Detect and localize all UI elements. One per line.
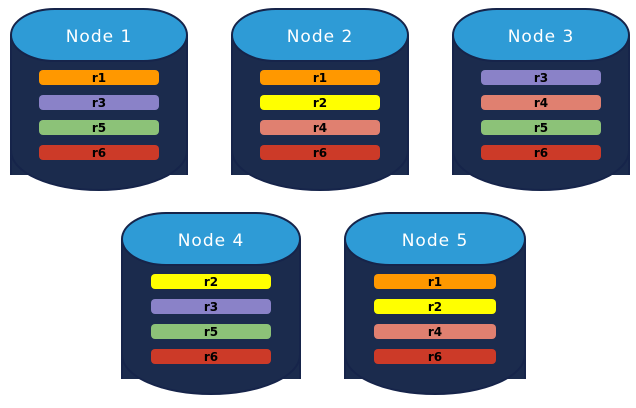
replica-list-5: r1 r2 r4 r6 [344,274,526,364]
replica-list-2: r1 r2 r4 r6 [231,70,409,160]
replica-bar-r2[interactable]: r2 [260,95,380,110]
replica-bar-r2[interactable]: r2 [374,299,496,314]
replica-bar-r6[interactable]: r6 [374,349,496,364]
replica-label-r1: r1 [91,70,107,85]
cylinder-top-cap-4: Node 4 [121,212,301,266]
replica-label-r5: r5 [91,120,107,135]
replica-bar-r1[interactable]: r1 [39,70,159,85]
cylinder-top-cap-3: Node 3 [452,8,630,62]
replica-label-r3: r3 [91,95,107,110]
replica-label-r6: r6 [427,349,443,364]
replica-bar-r5[interactable]: r5 [39,120,159,135]
replica-bar-r6[interactable]: r6 [481,145,601,160]
replica-bar-r6[interactable]: r6 [39,145,159,160]
replica-bar-r4[interactable]: r4 [260,120,380,135]
replica-bar-r5[interactable]: r5 [481,120,601,135]
replica-label-r1: r1 [312,70,328,85]
replica-bar-r3[interactable]: r3 [481,70,601,85]
replica-bar-r6[interactable]: r6 [150,349,272,364]
replica-bar-r1[interactable]: r1 [260,70,380,85]
replica-label-r4: r4 [533,95,549,110]
replica-list-1: r1 r3 r5 r6 [10,70,188,160]
replica-bar-r3[interactable]: r3 [150,299,272,314]
replica-bar-r1[interactable]: r1 [374,274,496,289]
node-label-3: Node 3 [507,26,575,47]
node-cylinder-2[interactable]: Node 2 r1 r2 r4 r6 [231,8,409,193]
cylinder-top-cap-1: Node 1 [10,8,188,62]
replica-list-3: r3 r4 r5 r6 [452,70,630,160]
replica-label-r6: r6 [312,145,328,160]
replica-label-r6: r6 [91,145,107,160]
replica-bar-r5[interactable]: r5 [150,324,272,339]
node-cylinder-4[interactable]: Node 4 r2 r3 r5 r6 [121,212,301,397]
node-label-4: Node 4 [177,230,245,251]
replica-bar-r3[interactable]: r3 [39,95,159,110]
node-cylinder-3[interactable]: Node 3 r3 r4 r5 r6 [452,8,630,193]
replica-label-r3: r3 [533,70,549,85]
replica-label-r1: r1 [427,274,443,289]
replica-bar-r2[interactable]: r2 [150,274,272,289]
replica-label-r2: r2 [312,95,328,110]
replica-list-4: r2 r3 r5 r6 [121,274,301,364]
replica-label-r5: r5 [533,120,549,135]
replica-label-r4: r4 [312,120,328,135]
cylinder-top-cap-2: Node 2 [231,8,409,62]
replica-label-r2: r2 [203,274,219,289]
replica-bar-r6[interactable]: r6 [260,145,380,160]
replica-bar-r4[interactable]: r4 [481,95,601,110]
replica-label-r2: r2 [427,299,443,314]
replica-label-r5: r5 [203,324,219,339]
node-label-5: Node 5 [401,230,469,251]
node-label-1: Node 1 [65,26,133,47]
cylinder-top-cap-5: Node 5 [344,212,526,266]
replica-label-r6: r6 [203,349,219,364]
replica-label-r6: r6 [533,145,549,160]
replica-label-r4: r4 [427,324,443,339]
node-label-2: Node 2 [286,26,354,47]
replica-label-r3: r3 [203,299,219,314]
node-cylinder-5[interactable]: Node 5 r1 r2 r4 r6 [344,212,526,397]
node-cylinder-1[interactable]: Node 1 r1 r3 r5 r6 [10,8,188,193]
replica-bar-r4[interactable]: r4 [374,324,496,339]
